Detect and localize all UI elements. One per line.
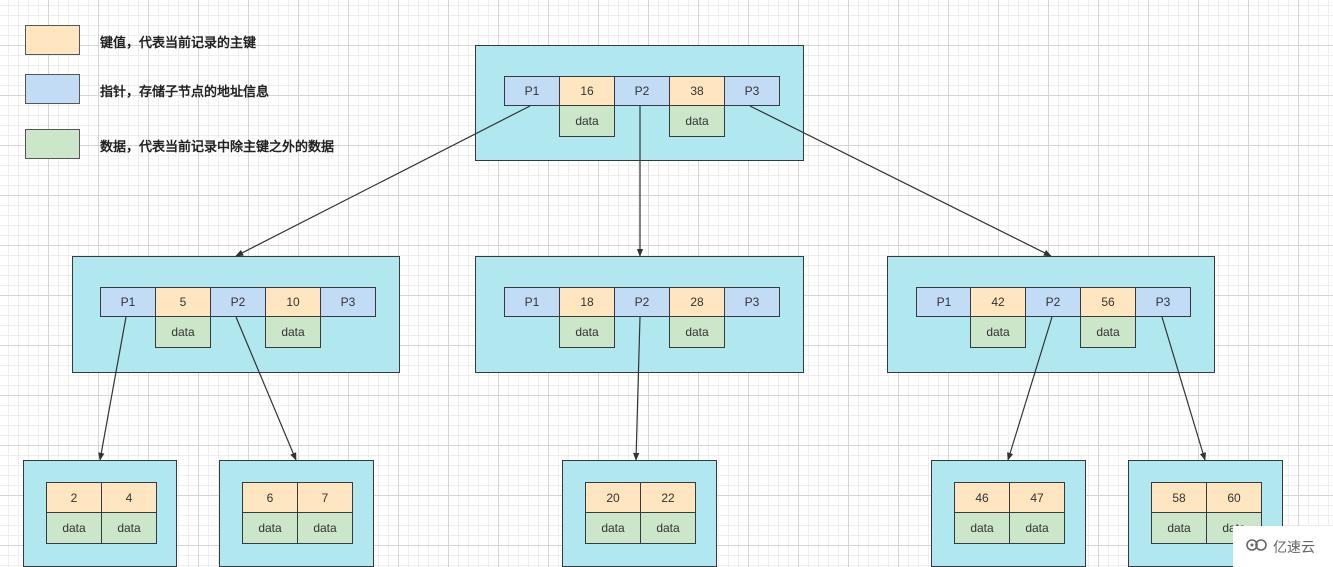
pointer-cell: P1 xyxy=(916,287,972,317)
pointer-cell: P3 xyxy=(320,287,376,317)
leaf-node: 46 47 data data xyxy=(931,460,1086,567)
data-cell: data xyxy=(640,512,696,544)
data-cell: data xyxy=(1009,512,1065,544)
data-cell: data xyxy=(101,512,157,544)
data-cell: data xyxy=(559,316,615,348)
pointer-cell: P3 xyxy=(724,287,780,317)
arrow-left-p2 xyxy=(235,316,297,461)
leaf-node: 2 4 data data xyxy=(23,460,177,567)
pointer-cell: P1 xyxy=(100,287,156,317)
legend-key-swatch xyxy=(25,25,80,55)
data-cell: data xyxy=(1080,316,1136,348)
watermark: 亿速云 xyxy=(1233,526,1333,567)
data-cell: data xyxy=(669,316,725,348)
key-cell: 5 xyxy=(155,287,211,317)
key-cell: 20 xyxy=(585,482,641,513)
arrow-right-p3 xyxy=(1161,316,1206,461)
data-cell: data xyxy=(242,512,298,544)
legend-key-label: 键值，代表当前记录的主键 xyxy=(100,36,257,51)
data-cell: data xyxy=(265,316,321,348)
arrow-center-p2 xyxy=(633,316,641,461)
pointer-cell: P1 xyxy=(504,76,560,106)
pointer-cell: P1 xyxy=(504,287,560,317)
legend-data-swatch xyxy=(25,129,80,159)
key-cell: 60 xyxy=(1206,482,1262,513)
arrow-root-p3 xyxy=(749,105,1052,257)
arrow-left-p1 xyxy=(98,316,127,461)
pointer-cell: P3 xyxy=(1135,287,1191,317)
data-cell: data xyxy=(970,316,1026,348)
cloud-logo-icon xyxy=(1245,536,1269,557)
key-cell: 16 xyxy=(559,76,615,106)
data-cell: data xyxy=(669,105,725,137)
leaf-node: 20 22 data data xyxy=(562,460,717,567)
data-cell: data xyxy=(954,512,1010,544)
legend-pointer-label: 指针，存储子节点的地址信息 xyxy=(100,85,270,100)
key-cell: 47 xyxy=(1009,482,1065,513)
internal-node-left: P1 5 P2 10 P3 data data xyxy=(72,256,400,373)
data-cell: data xyxy=(46,512,102,544)
pointer-cell: P2 xyxy=(210,287,266,317)
internal-node-right: P1 42 P2 56 P3 data data xyxy=(887,256,1215,373)
pointer-cell: P3 xyxy=(724,76,780,106)
legend-data-label: 数据，代表当前记录中除主键之外的数据 xyxy=(100,140,335,155)
data-cell: data xyxy=(585,512,641,544)
key-cell: 28 xyxy=(669,287,725,317)
key-cell: 38 xyxy=(669,76,725,106)
data-cell: data xyxy=(155,316,211,348)
arrow-root-p1 xyxy=(235,105,531,257)
leaf-node: 6 7 data data xyxy=(219,460,374,567)
key-cell: 2 xyxy=(46,482,102,513)
legend-pointer-swatch xyxy=(25,74,80,104)
data-cell: data xyxy=(1151,512,1207,544)
arrow-right-p2 xyxy=(1007,316,1053,461)
key-cell: 42 xyxy=(970,287,1026,317)
watermark-text: 亿速云 xyxy=(1273,539,1315,556)
data-cell: data xyxy=(559,105,615,137)
internal-node-center: P1 18 P2 28 P3 data data xyxy=(475,256,804,373)
data-cell: data xyxy=(297,512,353,544)
